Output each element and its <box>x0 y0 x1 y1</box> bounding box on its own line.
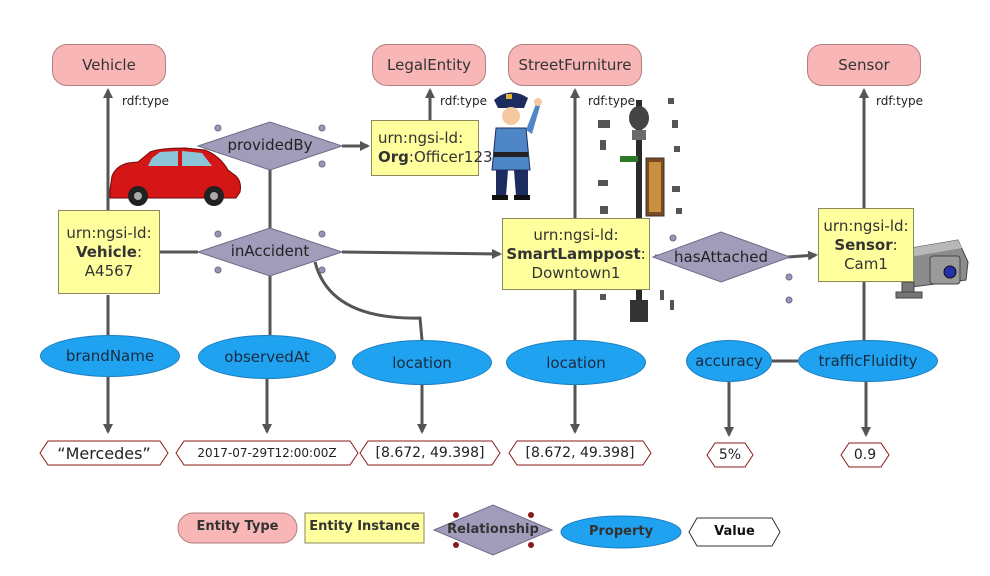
legend-shapes <box>177 504 781 556</box>
value-box-brand <box>39 440 169 466</box>
instance-smart-lamppost: urn:ngsi-ld: SmartLamppost: Downtown1 <box>502 218 650 290</box>
value-box-observed <box>175 440 359 466</box>
value-traffic-fluidity: 0.9 <box>853 447 877 463</box>
legend-value: Value <box>714 524 755 539</box>
instance-prefix: urn:ngsi-ld: <box>823 216 909 235</box>
security-camera-illustration <box>895 239 969 299</box>
entity-type-legal-entity: LegalEntity <box>372 44 486 86</box>
police-officer-illustration <box>478 88 542 206</box>
inaccident-to-location-curve <box>313 261 424 341</box>
value-box-location-1 <box>359 440 501 466</box>
legend-entity-instance: Entity Instance <box>309 519 420 534</box>
property-location: location <box>506 340 646 385</box>
property-observed-at: observedAt <box>198 335 336 379</box>
hasattached-diamond <box>651 231 792 283</box>
value-box-location-2 <box>508 440 652 466</box>
car-illustration <box>109 147 241 206</box>
legend-relationship: Relationship <box>447 522 539 537</box>
instance-type: Vehicle <box>75 242 137 261</box>
value-location: [8.672, 49.398] <box>525 445 635 461</box>
property-traffic-fluidity: trafficFluidity <box>798 340 938 382</box>
rdf-type-label: rdf:type <box>588 94 635 108</box>
instance-id: Downtown1 <box>531 263 621 282</box>
entity-type-street-furniture: StreetFurniture <box>508 44 642 86</box>
property-accuracy: accuracy <box>686 340 772 382</box>
instance-prefix: urn:ngsi-ld: <box>66 223 152 242</box>
value-accuracy: 5% <box>718 447 742 463</box>
instance-id: Officer123 <box>413 148 493 166</box>
rdf-type-label: rdf:type <box>440 94 487 108</box>
instance-sensor: urn:ngsi-ld: Sensor: Cam1 <box>818 208 914 282</box>
instance-officer: urn:ngsi-ld: Org:Officer123 <box>371 120 493 176</box>
rdf-type-label: rdf:type <box>122 94 169 108</box>
legend-entity-type: Entity Type <box>196 519 279 534</box>
providedby-diamond <box>196 121 344 171</box>
smart-lamppost-illustration <box>598 98 682 322</box>
relationship-in-accident: inAccident <box>230 242 310 260</box>
instance-type: Org <box>378 148 409 166</box>
inaccident-to-lamppost-arrow <box>341 248 502 259</box>
entity-type-sensor: Sensor <box>807 44 921 86</box>
legend-property: Property <box>588 524 654 539</box>
value-brand: “Mercedes” <box>57 443 151 463</box>
entity-type-vehicle: Vehicle <box>52 44 166 86</box>
relationship-has-attached: hasAttached <box>674 248 768 266</box>
instance-vehicle: urn:ngsi-ld: Vehicle: A4567 <box>58 210 160 294</box>
hasattached-to-sensor-arrow <box>787 250 818 261</box>
instance-id: Cam1 <box>844 254 888 273</box>
instance-type: Sensor <box>834 235 893 254</box>
value-observed-at: 2017-07-29T12:00:00Z <box>197 446 337 460</box>
property-location: location <box>352 340 492 385</box>
inaccident-diamond <box>196 227 344 277</box>
value-box-accuracy <box>706 442 754 468</box>
value-location: [8.672, 49.398] <box>375 445 485 461</box>
instance-type: SmartLamppost <box>506 244 641 263</box>
property-brand-name: brandName <box>40 335 180 377</box>
instance-id: A4567 <box>84 261 134 280</box>
instance-prefix: urn:ngsi-ld: <box>378 129 464 147</box>
rdf-type-label: rdf:type <box>876 94 923 108</box>
relationship-provided-by: providedBy <box>227 136 313 154</box>
instance-prefix: urn:ngsi-ld: <box>533 225 619 244</box>
value-box-fluidity <box>840 442 890 468</box>
